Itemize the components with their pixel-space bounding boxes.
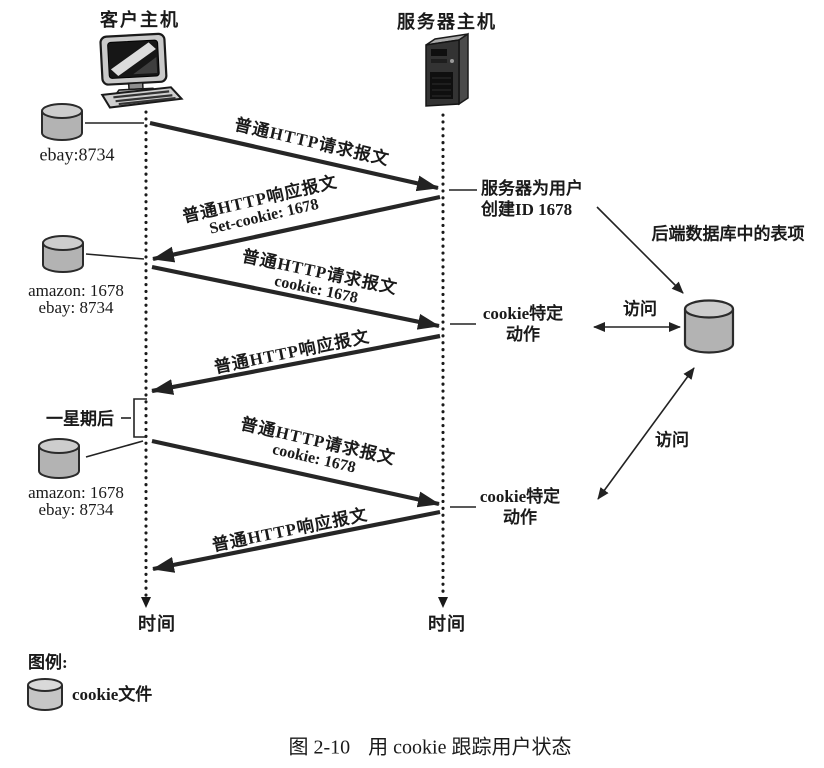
connector-cookie-file-3	[85, 440, 144, 458]
cookie-file-icon-3	[38, 438, 80, 479]
arrow-http-request-3	[151, 438, 440, 508]
client-host-label: 客户主机	[100, 10, 180, 30]
client-time-label: 时间	[138, 614, 176, 634]
cookie-file-label-2: amazon: 1678 ebay: 8734	[28, 281, 124, 317]
connector-cookie-file-2	[85, 253, 145, 260]
figure-caption-number: 图 2-10	[288, 736, 351, 759]
arrow-http-response-3	[152, 509, 441, 573]
cookie-file-icon-1	[41, 103, 83, 141]
arrow-http-request-1	[149, 120, 439, 192]
server-timeline	[438, 113, 448, 608]
one-week-later-label: 一星期后	[46, 409, 114, 429]
access-label-1: 访问	[623, 299, 657, 319]
arrow-access-2	[597, 367, 695, 500]
figure-caption: 图 2-10 用 cookie 跟踪用户状态	[289, 731, 572, 760]
cookie-file-label-1: ebay:8734	[39, 144, 115, 165]
legend-title: 图例:	[28, 653, 68, 672]
server-note-create-id: 服务器为用户 创建ID 1678	[481, 179, 583, 219]
server-time-label: 时间	[428, 614, 466, 634]
one-week-bracket	[133, 398, 147, 438]
server-tower-icon	[425, 32, 469, 107]
client-timeline	[141, 110, 151, 608]
backend-database-icon	[683, 299, 735, 354]
arrow-http-response-1	[152, 194, 441, 263]
cookie-file-label-3: amazon: 1678 ebay: 8734	[28, 483, 124, 519]
legend-cookie-file-label: cookie文件	[72, 685, 153, 704]
access-label-2: 访问	[655, 430, 689, 450]
arrow-create-entry	[596, 206, 684, 294]
legend-cookie-file-icon	[27, 678, 63, 711]
client-computer-icon	[99, 32, 184, 109]
server-host-label: 服务器主机	[397, 12, 497, 32]
cookie-file-icon-2	[42, 235, 84, 273]
arrow-http-response-2	[151, 333, 441, 395]
backend-db-label: 后端数据库中的表项	[651, 224, 805, 244]
arrow-http-request-2	[151, 264, 440, 330]
server-note-cookie-action-1: cookie特定 动作	[482, 304, 564, 344]
figure-caption-text: 用 cookie 跟踪用户状态	[368, 736, 572, 759]
server-note-cookie-action-2: cookie特定 动作	[479, 487, 561, 527]
